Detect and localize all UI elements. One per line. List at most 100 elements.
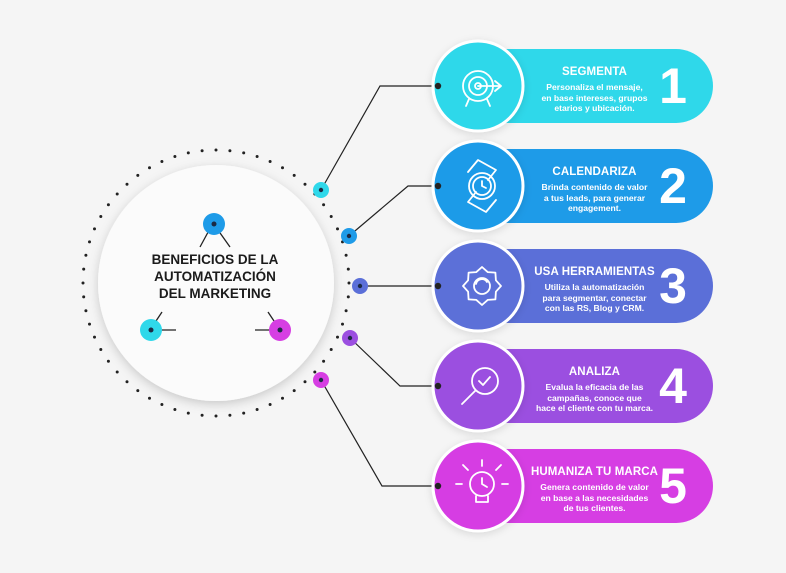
ring-dot: [93, 227, 96, 231]
ring-dot: [329, 348, 333, 351]
card-desc-line: Brinda contenido de valor: [541, 182, 648, 192]
ring-dot: [186, 411, 190, 415]
ring-dot: [322, 359, 326, 363]
card-desc-line: para segmentar, conectar: [542, 292, 647, 303]
card-circle-3: [431, 239, 525, 333]
ring-dot: [228, 413, 232, 417]
lightbulb-icon: [455, 459, 509, 503]
ring-dot: [106, 359, 110, 363]
ring-dot: [329, 215, 333, 218]
card-1: [431, 39, 713, 133]
center-triangle: [140, 213, 291, 341]
center-title-line1: BENEFICIOS DE LA: [151, 252, 279, 267]
ring-dot: [341, 322, 344, 326]
ring-dot: [281, 396, 284, 400]
ring-dot: [313, 370, 317, 374]
card-desc-line: Evalua la eficacia de las: [545, 382, 644, 392]
ring-dot: [344, 309, 348, 313]
ring-dot: [82, 267, 86, 271]
card-desc-line: Personaliza el mensaje,: [546, 82, 643, 92]
ring-dot: [84, 253, 88, 257]
ring-dot: [346, 267, 350, 271]
card-desc-line: etarios y ubicación.: [554, 103, 635, 113]
ring-dot: [344, 253, 348, 257]
ring-dot: [186, 151, 190, 155]
target-icon: [462, 70, 502, 107]
card-desc-line: de tus clientes.: [563, 503, 626, 513]
connectors: [313, 85, 438, 487]
card-desc-1: Personaliza el mensaje,en base intereses…: [527, 82, 662, 114]
card-desc-line: campañas, conoce que: [547, 392, 642, 403]
card-title-4: ANALIZA: [568, 366, 621, 378]
ring-dot: [242, 411, 246, 415]
card-4: [431, 339, 713, 433]
connector-line-5: [320, 379, 438, 487]
card-number-1: 1: [659, 58, 687, 114]
cards: [431, 39, 713, 533]
ring-dot: [255, 155, 259, 158]
card-pill-2: [470, 149, 713, 223]
card-desc-line: Genera contenido de valor: [540, 482, 649, 492]
ring-dot: [322, 203, 326, 207]
ring-dot: [136, 173, 140, 177]
card-number-5: 5: [659, 458, 687, 514]
ring-dot: [346, 295, 350, 299]
ring-dot: [106, 203, 110, 207]
ring-dot: [148, 166, 151, 170]
ring-dot: [255, 408, 259, 411]
ring-dot: [214, 148, 218, 152]
ring-dot: [200, 149, 204, 153]
card-3: [431, 239, 713, 333]
card-desc-line: hace el cliente con tu marca.: [535, 403, 654, 413]
card-pill-5: [470, 449, 713, 523]
card-number-2: 2: [659, 158, 687, 214]
card-text-3: USA HERRAMIENTAS Utiliza la automatizació…: [527, 266, 662, 314]
card-desc-line: Utiliza la automatización: [544, 282, 645, 292]
ring-dot: [99, 348, 103, 351]
ring-dot: [99, 215, 103, 218]
ring-dot: [82, 295, 86, 299]
card-2: [431, 139, 713, 233]
card-desc-line: en base intereses, grupos: [541, 92, 648, 103]
card-title-1: SEGMENTA: [561, 66, 628, 78]
card-number-4: 4: [659, 358, 687, 414]
ring-dot: [303, 380, 307, 384]
ring-dot: [93, 335, 96, 339]
magnifier-icon: [461, 367, 499, 405]
card-title-3: USA HERRAMIENTAS: [534, 266, 655, 278]
ring-dot: [268, 403, 272, 406]
ring-dot: [148, 396, 151, 400]
ring-dot: [228, 149, 232, 153]
card-pill-4: [470, 349, 713, 423]
watch-icon: [467, 159, 497, 213]
connector-line-4: [349, 337, 438, 387]
ring-dot: [292, 389, 296, 393]
card-desc-line: en base a las necesidades: [540, 492, 649, 503]
ring-dot: [160, 403, 164, 406]
card-desc-line: a tus leads, para generar: [543, 192, 646, 203]
card-number-3: 3: [659, 258, 687, 314]
center-title: BENEFICIOS DE LA AUTOMATIZACIÓN DEL MARK…: [135, 251, 295, 302]
ring-dot: [115, 192, 119, 196]
ring-dot: [336, 335, 339, 339]
ring-dot: [336, 227, 339, 231]
ring-dot: [125, 380, 129, 384]
ring-dot: [242, 151, 246, 155]
connector-line-2: [348, 185, 438, 237]
ring-dot: [173, 155, 177, 158]
ring-dot: [81, 281, 85, 285]
ring-dot: [136, 389, 140, 393]
ring-dot: [214, 414, 218, 418]
card-title-2: CALENDARIZA: [552, 166, 637, 178]
card-circle-2: [431, 139, 525, 233]
card-circle-4: [431, 339, 525, 433]
ring-dot: [125, 182, 129, 186]
card-5: [431, 439, 713, 533]
ring-dot: [303, 182, 307, 186]
